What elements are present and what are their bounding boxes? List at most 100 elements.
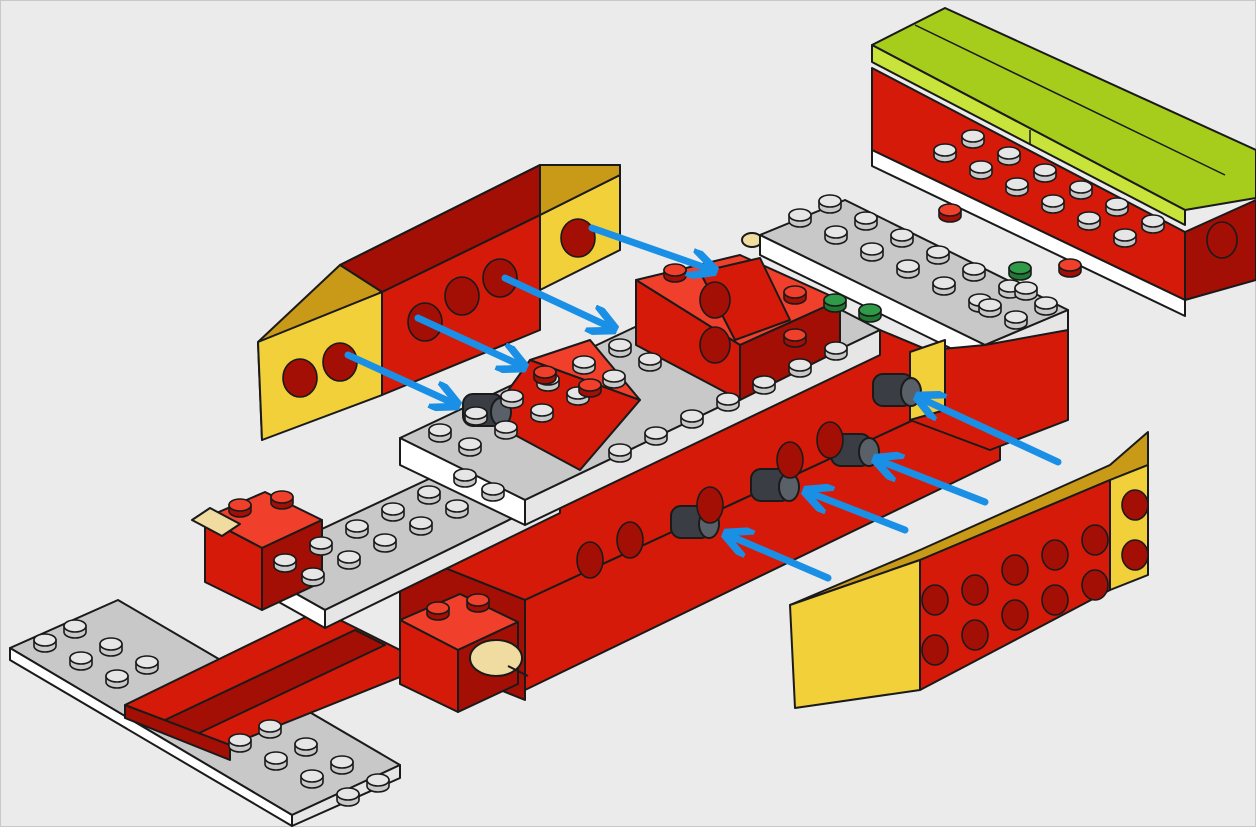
brick-hole <box>1042 585 1068 615</box>
stud <box>70 652 92 670</box>
brick-hole <box>1002 555 1028 585</box>
stud <box>998 147 1020 165</box>
stud <box>1035 297 1057 315</box>
stud <box>446 500 468 518</box>
brick-hole <box>283 359 317 397</box>
stud <box>1042 195 1064 213</box>
brick-hole <box>577 542 603 578</box>
brick-hole <box>1082 525 1108 555</box>
stud <box>825 342 847 360</box>
stud <box>64 620 86 638</box>
stud <box>1114 229 1136 247</box>
stud <box>367 774 389 792</box>
stud <box>934 144 956 162</box>
stud <box>418 486 440 504</box>
stud <box>271 491 293 509</box>
stud <box>1059 259 1081 277</box>
brick-hole <box>1122 490 1148 520</box>
stud <box>1142 215 1164 233</box>
stud <box>1078 212 1100 230</box>
stud <box>963 263 985 281</box>
stud <box>482 483 504 501</box>
stud <box>573 356 595 374</box>
stud <box>410 517 432 535</box>
brick-hole <box>1122 540 1148 570</box>
stud <box>784 329 806 347</box>
stud <box>465 407 487 425</box>
brick-hole <box>962 575 988 605</box>
stud <box>259 720 281 738</box>
stud <box>962 130 984 148</box>
stud <box>310 537 332 555</box>
stud <box>265 752 287 770</box>
brick-hole <box>445 277 479 315</box>
stud <box>855 212 877 230</box>
brick-hole <box>962 620 988 650</box>
stud <box>789 359 811 377</box>
stud <box>859 304 881 322</box>
stud <box>891 229 913 247</box>
stud <box>979 299 1001 317</box>
brick-hole <box>700 282 730 318</box>
stud <box>603 370 625 388</box>
stud <box>454 469 476 487</box>
stud <box>824 294 846 312</box>
brick-hole <box>561 219 595 257</box>
stud <box>338 551 360 569</box>
brick-hole <box>617 522 643 558</box>
stud <box>337 788 359 806</box>
brick-hole <box>1082 570 1108 600</box>
stud <box>427 602 449 620</box>
stud <box>933 277 955 295</box>
stud <box>229 734 251 752</box>
stud <box>609 444 631 462</box>
stud <box>531 404 553 422</box>
brick-hole <box>777 442 803 478</box>
stud <box>501 390 523 408</box>
stud <box>664 264 686 282</box>
stud <box>34 634 56 652</box>
stud <box>106 670 128 688</box>
stud <box>274 554 296 572</box>
brick-hole <box>1207 222 1237 258</box>
stud <box>927 246 949 264</box>
stud <box>717 393 739 411</box>
stud <box>429 424 451 442</box>
stud <box>681 410 703 428</box>
stud <box>301 770 323 788</box>
stud <box>1005 311 1027 329</box>
stud <box>302 568 324 586</box>
stud <box>1106 198 1128 216</box>
stud <box>609 339 631 357</box>
stud <box>229 499 251 517</box>
brick-hole <box>1042 540 1068 570</box>
stud <box>346 520 368 538</box>
connector-peg <box>873 374 921 406</box>
stud <box>861 243 883 261</box>
brick-hole <box>323 343 357 381</box>
brick-hole <box>922 635 948 665</box>
stud <box>939 204 961 222</box>
stud <box>295 738 317 756</box>
stud <box>784 286 806 304</box>
brick-hole <box>700 327 730 363</box>
stud <box>331 756 353 774</box>
stud <box>753 376 775 394</box>
stud <box>100 638 122 656</box>
stud <box>374 534 396 552</box>
stud <box>1070 181 1092 199</box>
stud <box>1006 178 1028 196</box>
stud <box>534 366 556 384</box>
stud <box>639 353 661 371</box>
brick-hole <box>817 422 843 458</box>
brick-hole <box>697 487 723 523</box>
stud <box>825 226 847 244</box>
stud <box>382 503 404 521</box>
stud <box>970 161 992 179</box>
stud <box>467 594 489 612</box>
stud <box>459 438 481 456</box>
stud <box>1009 262 1031 280</box>
brick-hole <box>1002 600 1028 630</box>
stud <box>579 379 601 397</box>
